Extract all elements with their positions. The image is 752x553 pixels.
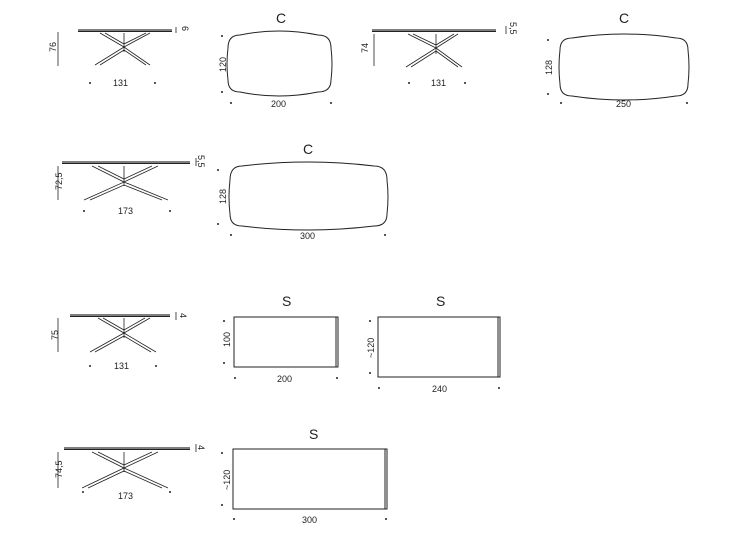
side-view-4: 4 75 131	[50, 312, 188, 371]
top-view-2: C 128 250	[544, 10, 690, 109]
top-view-4: S 100 200	[222, 293, 339, 384]
depth-label: ~120	[366, 338, 376, 358]
width-label: 240	[432, 384, 447, 394]
side-view-1: 6 76 131	[48, 26, 190, 88]
top-view-1: C 120 200	[218, 10, 333, 109]
width-label: 300	[302, 515, 317, 525]
top-view-6: S ~120 300	[221, 426, 388, 525]
thickness-label: 5,5	[508, 22, 518, 35]
width-label: 173	[118, 206, 133, 216]
height-label: 75	[50, 330, 60, 340]
side-view-2: 5,5 74 131	[360, 22, 518, 88]
side-view-5: 4 74,5 173	[54, 444, 206, 501]
side-view-3: 5,5 72,5 173	[54, 155, 206, 216]
height-label: 74	[360, 43, 370, 53]
height-label: 74,5	[54, 460, 64, 478]
width-label: 200	[277, 374, 292, 384]
shape-letter: S	[282, 293, 291, 309]
shape-letter: C	[619, 10, 629, 26]
depth-label: 100	[222, 332, 232, 347]
height-label: 72,5	[54, 172, 64, 190]
shape-letter: C	[276, 10, 286, 26]
shape-letter: S	[309, 426, 318, 442]
width-label: 131	[113, 78, 128, 88]
thickness-label: 4	[178, 313, 188, 318]
depth-label: 128	[218, 189, 228, 204]
shape-letter: C	[303, 141, 313, 157]
width-label: 250	[616, 99, 631, 109]
top-view-5: S ~120 240	[366, 293, 501, 394]
thickness-label: 5,5	[196, 155, 206, 168]
width-label: 200	[271, 99, 286, 109]
height-label: 76	[48, 42, 58, 52]
width-label: 131	[431, 78, 446, 88]
depth-label: ~120	[222, 470, 232, 490]
width-label: 131	[114, 361, 129, 371]
width-label: 300	[300, 231, 315, 241]
thickness-label: 4	[196, 445, 206, 450]
thickness-label: 6	[180, 26, 190, 31]
width-label: 173	[118, 491, 133, 501]
shape-letter: S	[436, 293, 445, 309]
top-view-3: C 128 300	[217, 141, 389, 241]
depth-label: 120	[218, 57, 228, 72]
depth-label: 128	[544, 60, 554, 75]
